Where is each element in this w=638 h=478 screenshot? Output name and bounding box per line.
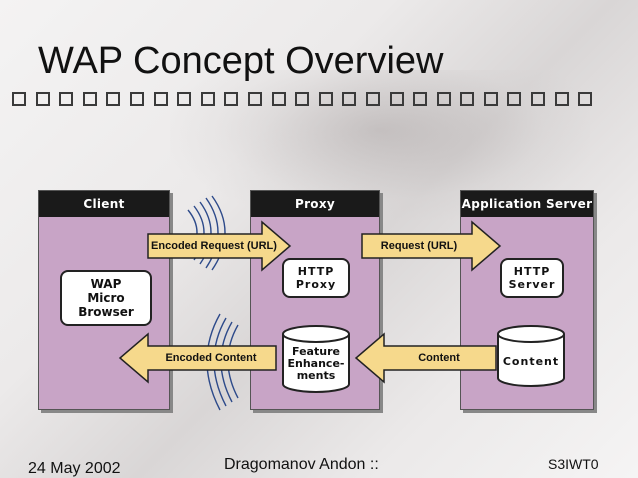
footer-code: S3IWT0: [548, 456, 599, 472]
encoded-request-arrow-icon: [147, 220, 292, 272]
encoded-request-label: Encoded Request (URL): [151, 240, 277, 252]
decorative-square: [177, 92, 192, 106]
decorative-square: [12, 92, 26, 106]
decorative-square: [483, 92, 498, 106]
decorative-square: [413, 92, 428, 106]
encoded-content-arrow-icon: [118, 332, 277, 384]
wap-micro-browser-box: WAP Micro Browser: [60, 270, 152, 326]
feature-enhancements-label: Feature Enhance- ments: [283, 346, 349, 382]
feature-cylinder-icon: [282, 325, 350, 393]
decorative-square: [224, 92, 239, 106]
decorative-square: [342, 92, 357, 106]
client-header: Client: [39, 191, 169, 217]
http-server-line1: HTTP: [513, 265, 551, 278]
content-store-label: Content: [502, 355, 560, 368]
http-proxy-box: HTTP Proxy: [282, 258, 350, 298]
proxy-column: Proxy: [250, 190, 380, 410]
decorative-square: [436, 92, 451, 106]
wireless-waves-upper-icon: [187, 195, 226, 271]
footer-date: 24 May 2002: [28, 460, 121, 477]
content-label: Content: [418, 352, 460, 364]
http-server-line2: Server: [508, 278, 556, 291]
decorative-square: [200, 92, 215, 106]
decorative-square-row: [12, 92, 602, 108]
content-cylinder-icon: [497, 325, 565, 387]
decorative-square: [460, 92, 475, 106]
content-arrow-icon: [354, 332, 497, 384]
decorative-square: [106, 92, 121, 106]
slide-title: WAP Concept Overview: [38, 40, 444, 82]
decorative-square: [507, 92, 522, 106]
decorative-square: [578, 92, 593, 106]
decorative-square: [129, 92, 144, 106]
decorative-square: [389, 92, 404, 106]
feature-line3: ments: [296, 369, 336, 382]
decorative-square: [295, 92, 310, 106]
feature-line2: Enhance-: [287, 357, 345, 370]
request-arrow-icon: [361, 220, 502, 272]
http-server-box: HTTP Server: [500, 258, 564, 298]
decorative-square: [271, 92, 286, 106]
http-proxy-line1: HTTP: [297, 265, 335, 278]
footer-author: Dragomanov Andon ::: [224, 456, 379, 473]
encoded-content-label: Encoded Content: [165, 352, 257, 364]
decorative-square: [554, 92, 569, 106]
decorative-square: [153, 92, 168, 106]
decorative-square: [35, 92, 50, 106]
request-label: Request (URL): [380, 240, 458, 252]
decorative-square: [365, 92, 380, 106]
decorative-square: [82, 92, 97, 106]
app-server-header: Application Server: [461, 191, 593, 217]
wap-browser-line1: WAP: [90, 277, 122, 291]
wap-browser-line2: Micro Browser: [78, 291, 134, 319]
http-proxy-line2: Proxy: [295, 278, 337, 291]
decorative-square: [318, 92, 333, 106]
decorative-square: [59, 92, 74, 106]
proxy-header: Proxy: [251, 191, 379, 217]
decorative-square: [531, 92, 546, 106]
feature-line1: Feature: [292, 345, 340, 358]
decorative-square: [247, 92, 262, 106]
